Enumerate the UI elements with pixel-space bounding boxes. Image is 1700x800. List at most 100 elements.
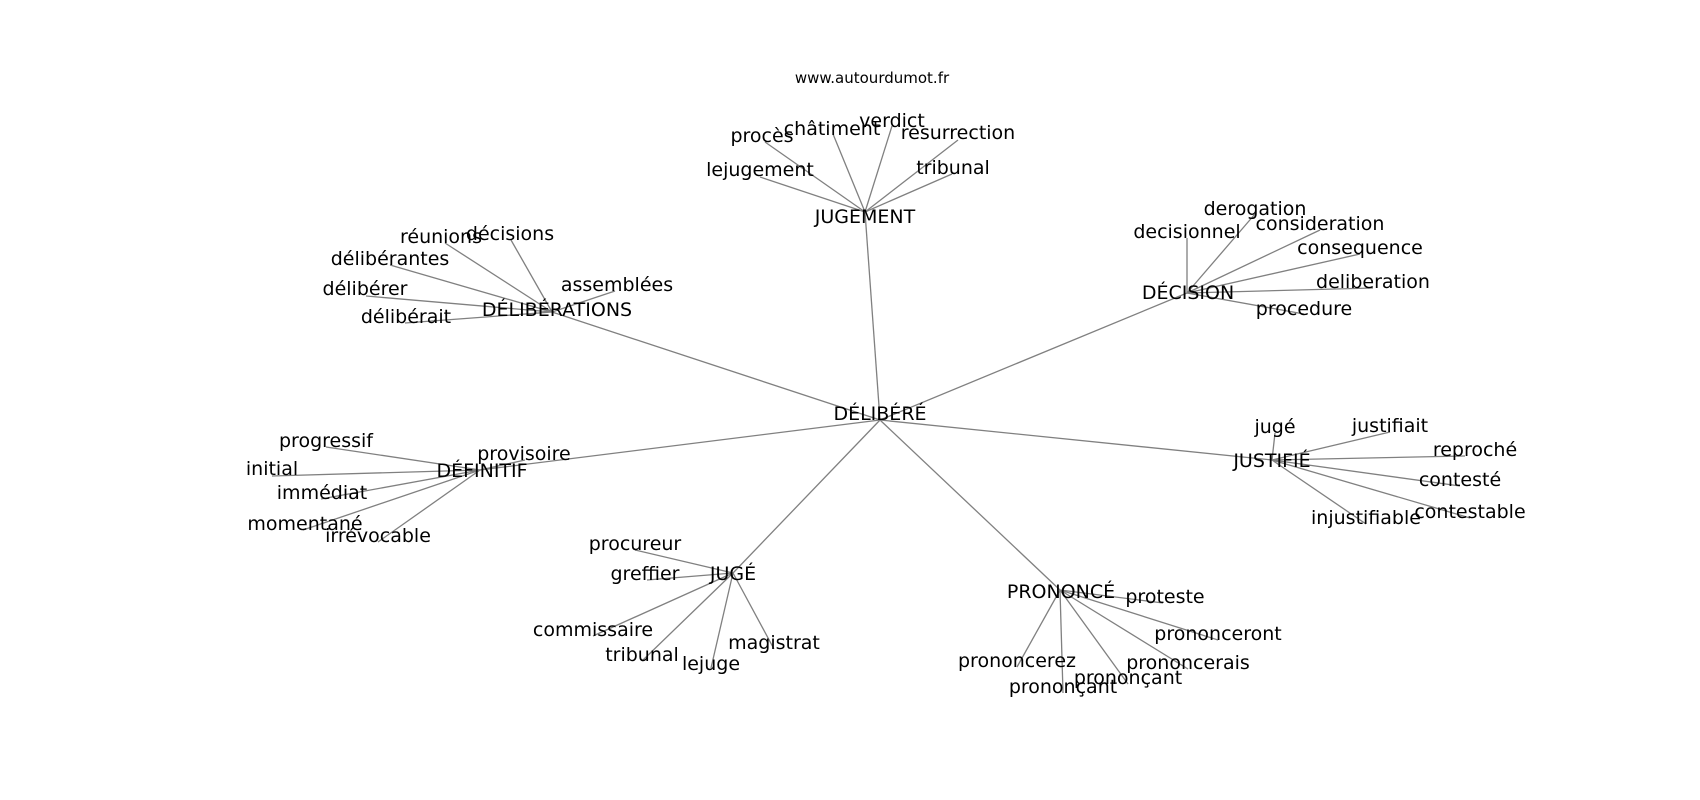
leaf-node-momentane: momentané — [247, 513, 362, 535]
edges-layer — [271, 125, 1471, 694]
edge-juge-lejuge — [710, 572, 734, 669]
leaf-node-magistrat: magistrat — [728, 632, 820, 654]
edge-juge-greffier — [646, 572, 734, 581]
cluster-node-juge: JUGÉ — [709, 562, 756, 585]
leaf-node-decisions: décisions — [466, 223, 554, 245]
edge-jugement-proces — [764, 141, 866, 213]
edge-jugement-lejugement — [759, 176, 866, 213]
cluster-node-decision: DÉCISION — [1142, 281, 1234, 304]
edge-center-deliberations — [551, 311, 881, 421]
edge-definitif-provisoire — [479, 459, 526, 471]
edge-prononce-prononcerais — [1059, 589, 1189, 670]
leaf-node-reunions: réunions — [400, 226, 482, 248]
leaf-node-commissaire: commissaire — [533, 619, 653, 641]
cluster-node-definitif: DÉFINITIF — [436, 459, 527, 482]
leaf-node-chatiment: châtiment — [784, 118, 881, 140]
leaf-node-contestable: contestable — [1414, 501, 1525, 523]
leaf-node-lejuge: lejuge — [682, 653, 740, 675]
leaf-node-prononcant-2: prononçant — [1074, 667, 1182, 689]
edge-definitif-irrevocable — [377, 469, 481, 543]
edge-deliberations-deliberantes — [389, 264, 553, 313]
leaf-node-proces: procès — [730, 125, 793, 147]
edge-prononce-prononcerez — [1016, 589, 1061, 668]
leaf-node-deliberait: délibérait — [361, 306, 451, 328]
edge-deliberations-reunions — [444, 242, 553, 313]
leaf-node-conteste: contesté — [1419, 469, 1501, 491]
edge-prononce-prononceront — [1059, 589, 1219, 641]
leaf-node-proteste: proteste — [1125, 586, 1204, 608]
edge-juge-tribunal-2 — [641, 572, 734, 662]
leaf-node-procureur: procureur — [589, 533, 682, 555]
edge-deliberations-assemblees — [551, 290, 616, 313]
edge-center-justifie — [879, 419, 1273, 461]
leaf-node-deliberer: délibérer — [323, 278, 408, 300]
leaf-node-consideration: consideration — [1256, 213, 1385, 235]
edge-juge-magistrat — [732, 572, 775, 650]
labels-layer: DÉLIBÉRÉJUGEMENTprocèschâtimentverdictre… — [246, 110, 1526, 698]
edge-prononce-proteste — [1059, 589, 1164, 604]
edge-center-juge — [732, 419, 881, 574]
edge-justifie-conteste — [1271, 459, 1461, 487]
leaf-node-juge-leaf: jugé — [1253, 416, 1295, 438]
edge-jugement-resurrection — [864, 139, 959, 213]
source-caption: www.autourdumot.fr — [795, 69, 950, 87]
edge-jugement-tribunal-1 — [864, 173, 953, 213]
edge-juge-procureur — [634, 549, 734, 574]
leaf-node-derogation: derogation — [1204, 198, 1307, 220]
edge-jugement-chatiment — [832, 133, 866, 213]
leaf-node-reproche: reproché — [1433, 439, 1517, 461]
edge-center-jugement — [864, 211, 881, 421]
edge-jugement-verdict — [864, 125, 893, 213]
cluster-node-justifie: JUSTIFIÉ — [1232, 449, 1310, 472]
leaf-node-prononcant-1: prononçant — [1009, 676, 1117, 698]
edge-deliberations-deliberait — [404, 311, 553, 324]
leaf-node-lejugement: lejugement — [706, 159, 814, 181]
edge-justifie-reproche — [1271, 455, 1466, 461]
edge-decision-consideration — [1186, 229, 1321, 294]
edge-juge-commissaire — [592, 572, 734, 637]
edge-center-decision — [879, 292, 1188, 421]
cluster-node-prononce: PRONONCÉ — [1007, 580, 1115, 603]
edge-deliberations-decisions — [510, 239, 553, 313]
leaf-node-prononceront: prononceront — [1154, 623, 1281, 645]
edge-center-prononce — [879, 419, 1061, 591]
leaf-node-assemblees: assemblées — [561, 274, 673, 296]
leaf-node-tribunal-2: tribunal — [605, 644, 679, 666]
leaf-node-decisionnel: decisionnel — [1133, 221, 1240, 243]
leaf-node-initial: initial — [246, 458, 298, 480]
leaf-node-immediat: immédiat — [277, 482, 367, 504]
leaf-node-provisoire: provisoire — [477, 443, 571, 465]
leaf-node-prononcerais: prononcerais — [1126, 652, 1250, 674]
leaf-node-deliberantes: délibérantes — [331, 248, 450, 270]
edge-decision-derogation — [1186, 213, 1256, 294]
edge-justifie-justifiait — [1271, 431, 1391, 461]
leaf-node-progressif: progressif — [279, 430, 374, 452]
leaf-node-prononcerez: prononcerez — [958, 650, 1076, 672]
edge-deliberations-deliberer — [365, 295, 553, 313]
edge-definitif-immediat — [320, 469, 481, 500]
leaf-node-deliberation: deliberation — [1316, 271, 1430, 293]
edge-prononce-prononcant-2 — [1059, 589, 1129, 685]
edge-definitif-initial — [271, 469, 481, 477]
edge-center-definitif — [479, 419, 881, 471]
edge-justifie-injustifiable — [1271, 459, 1367, 525]
edge-prononce-prononcant-1 — [1059, 589, 1064, 694]
edge-justifie-contestable — [1271, 459, 1471, 519]
leaf-node-justifiait: justifiait — [1351, 415, 1428, 437]
leaf-node-consequence: consequence — [1297, 237, 1423, 259]
cluster-node-jugement: JUGEMENT — [814, 206, 916, 228]
edge-decision-consequence — [1186, 253, 1361, 294]
edge-decision-procedure — [1186, 292, 1305, 315]
edge-justifie-juge-leaf — [1271, 432, 1276, 461]
leaf-node-greffier: greffier — [610, 563, 679, 585]
leaf-node-resurrection: resurrection — [901, 122, 1015, 144]
leaf-node-verdict: verdict — [859, 110, 925, 132]
cluster-node-deliberations: DÉLIBÉRATIONS — [482, 298, 632, 321]
edge-definitif-momentane — [302, 469, 481, 531]
leaf-node-tribunal-1: tribunal — [916, 157, 990, 179]
edge-decision-deliberation — [1186, 287, 1374, 294]
center-node-center: DÉLIBÉRÉ — [833, 402, 926, 425]
leaf-node-irrevocable: irrévocable — [325, 525, 431, 547]
leaf-node-procedure: procedure — [1256, 298, 1352, 320]
